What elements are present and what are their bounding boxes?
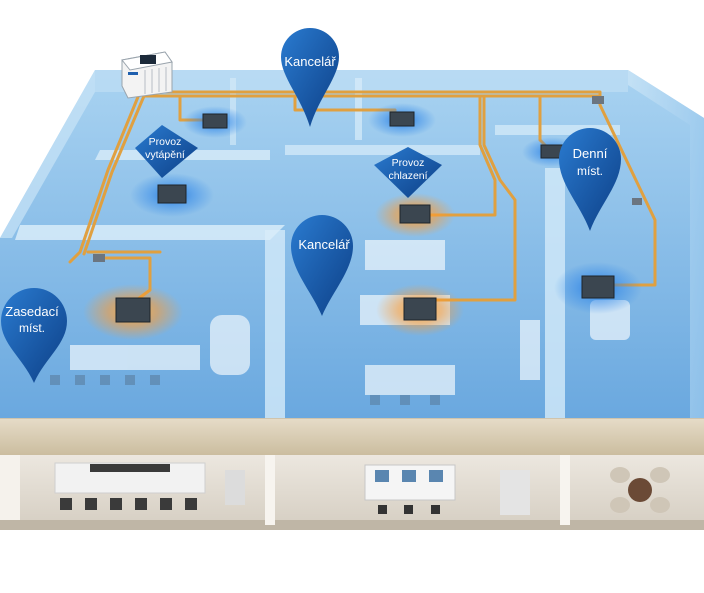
lower-floor — [0, 455, 704, 530]
pin-label-meeting-2: míst. — [19, 321, 45, 335]
indoor-unit-icon — [183, 106, 247, 138]
indoor-units — [83, 96, 642, 340]
pin-label-cooling-1: Provoz — [392, 157, 425, 169]
floor-slab — [0, 417, 704, 455]
pin-label-heating-1: Provoz — [149, 136, 182, 148]
pin-label-office-center: Kancelář — [298, 237, 350, 252]
indoor-unit-icon — [368, 103, 436, 137]
indoor-unit-icon — [376, 284, 464, 336]
indoor-unit-icon — [130, 173, 214, 217]
map-pin-zasedaci-mist: Zasedací míst. — [1, 288, 67, 383]
pin-label-daytime-1: Denní — [573, 146, 608, 161]
map-pin-kancelar-top: Kancelář — [281, 28, 339, 127]
refrigerant-piping — [68, 90, 657, 307]
pin-label-cooling-2: chlazení — [388, 170, 427, 182]
indoor-unit-icon — [554, 262, 642, 314]
outdoor-unit-icon — [121, 51, 173, 99]
map-pin-provoz-vytapeni: Provoz vytápění — [135, 125, 198, 178]
map-pin-kancelar-center: Kancelář — [291, 215, 353, 316]
pin-label-meeting-1: Zasedací — [5, 304, 59, 319]
map-pin-provoz-chlazeni: Provoz chlazení — [374, 147, 442, 198]
pin-label-daytime-2: míst. — [577, 164, 603, 178]
indoor-unit-icon — [83, 284, 183, 340]
indoor-unit-icon — [375, 193, 455, 237]
pin-label-office-top: Kancelář — [284, 54, 336, 69]
pin-label-heating-2: vytápění — [145, 149, 185, 161]
map-pin-denni-mist: Denní míst. — [559, 128, 621, 231]
